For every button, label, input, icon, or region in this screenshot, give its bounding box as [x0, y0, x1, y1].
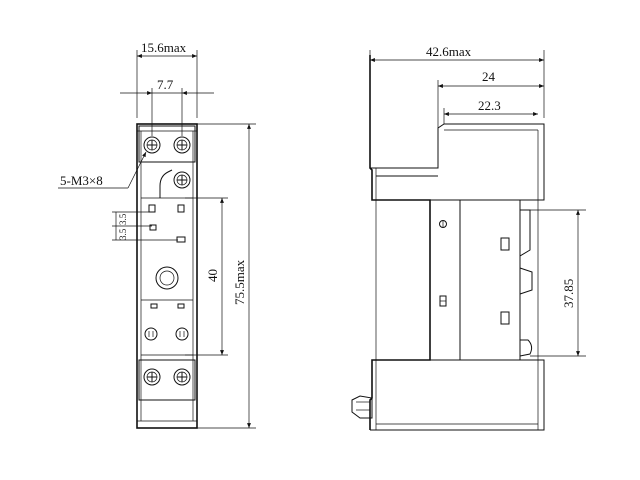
dim-front-width: 15.6max — [141, 40, 187, 55]
side-body-outline — [369, 55, 431, 430]
screw-middle-icon — [173, 171, 191, 189]
screw-bottom-left-icon — [143, 368, 161, 386]
screw-top-right-icon — [173, 136, 191, 154]
side-hole-icon — [439, 220, 447, 228]
screw-bottom-right-icon — [173, 368, 191, 386]
dim-side-mid: 24 — [482, 69, 496, 84]
dim-pin-spacing-b: 3.5 — [118, 228, 128, 240]
screw-top-left-icon — [143, 136, 161, 154]
front-body-outline — [136, 123, 198, 429]
dim-pin-spacing-a: 3.5 — [118, 213, 128, 225]
dim-side-depth: 42.6max — [426, 44, 472, 59]
dim-mount-distance: 40 — [205, 269, 220, 282]
side-view: 42.6max 24 22.3 37.85 — [351, 44, 586, 431]
screw-spec-label: 5-M3×8 — [60, 173, 103, 188]
dim-screw-pitch: 7.7 — [157, 77, 174, 92]
dim-side-inner: 22.3 — [478, 98, 501, 113]
mount-hole-icon — [155, 266, 179, 290]
dim-front-height: 75.5max — [232, 259, 247, 305]
dim-rail-height: 37.85 — [561, 279, 576, 308]
front-view: 15.6max 7.7 5-M3×8 3.5 3.5 40 75.5max — [58, 40, 256, 429]
release-latch-icon — [351, 395, 373, 419]
